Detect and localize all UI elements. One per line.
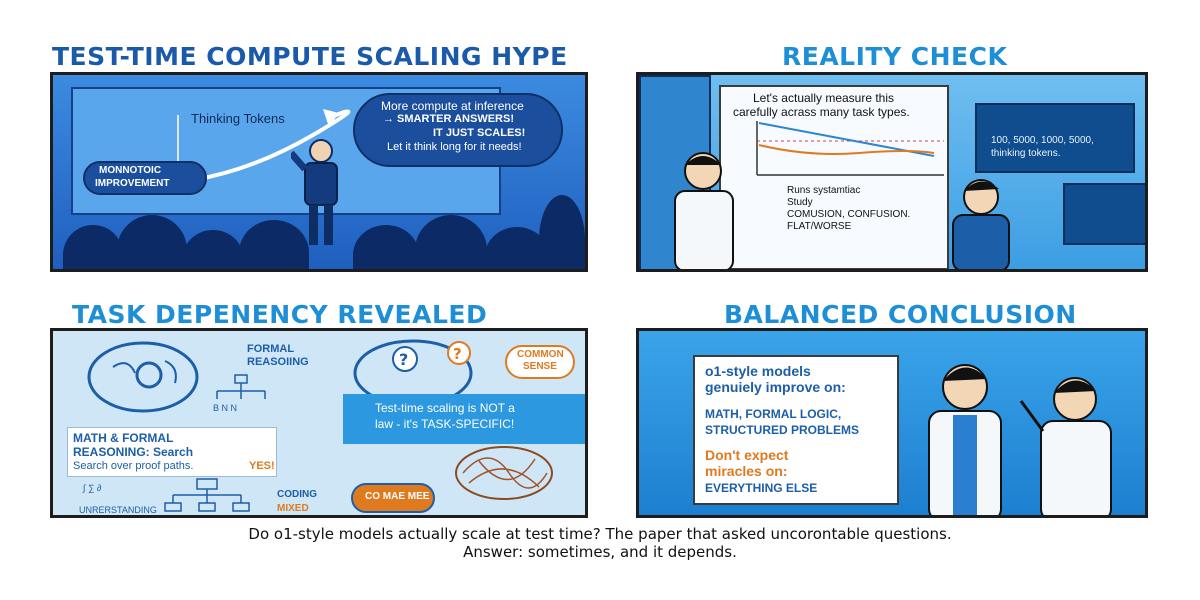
formal-line-2: REASOIING	[247, 356, 309, 368]
panel-title-reality: REALITY CHECK	[782, 42, 1008, 71]
bubble-line-4: Let it think long for it needs!	[387, 141, 522, 153]
flowchart-icon	[164, 478, 250, 512]
monotonic-line-1: MONNOTOIC	[99, 165, 162, 176]
audience-silhouette	[183, 230, 243, 269]
results-chart-illustration	[756, 121, 944, 176]
legend-item-3: COMUSION, CONFUSION.	[787, 209, 911, 220]
brain-gear-icon	[87, 341, 199, 413]
bubble-line-2: → SMARTER ANSWERS!	[383, 113, 514, 125]
math-line-1: MATH & FORMAL	[73, 431, 174, 445]
formal-line-1: FORMAL	[247, 343, 295, 355]
banner-line-1: Test-time scaling is NOT a	[375, 401, 515, 415]
trend-monitor	[1063, 183, 1145, 245]
math-symbols: ∫ ∑ ∂	[83, 483, 102, 493]
conclusion-line-3: MATH, FORMAL LOGIC,	[705, 407, 842, 421]
scientist-pointing	[1019, 377, 1112, 515]
common-line-2: SENSE	[523, 361, 557, 372]
tokens-line-2: thinking tokens.	[991, 148, 1061, 159]
svg-text:?: ?	[399, 350, 408, 369]
presenter-figure	[291, 139, 338, 245]
panel-task: FORMAL REASOIING B N N ? ? COMMON SENSE …	[50, 328, 588, 518]
panel-conclusion: o1-style models genuiely improve on: MAT…	[636, 328, 1148, 518]
audience-silhouette	[415, 215, 487, 269]
board-line-2: carefully acrass many task types.	[733, 105, 910, 119]
common-sense-bubble	[505, 345, 575, 379]
math-line-3: Search over proof paths.	[73, 460, 194, 472]
audience-silhouette	[63, 225, 123, 269]
svg-text:?: ?	[453, 345, 462, 363]
audience-silhouette	[485, 227, 549, 269]
board-line-1: Let's actually measure this	[753, 91, 895, 105]
monotonic-bubble	[83, 161, 207, 195]
conclusion-line-6: miracles on:	[705, 463, 788, 479]
legend-item-4: FLAT/WORSE	[787, 221, 852, 232]
scientist-thinking	[928, 364, 1002, 515]
conclusion-line-4: STRUCTURED PROBLEMS	[705, 423, 860, 437]
banner-line-2: law - it's TASK-SPECIFIC!	[375, 417, 515, 431]
panel-title-task: TASK DEPENENCY REVEALED	[72, 300, 488, 329]
conclusion-line-1: o1-style models	[705, 363, 811, 379]
audience-silhouette	[117, 215, 187, 269]
conclusion-line-2: genuiely improve on:	[705, 379, 846, 395]
task-specific-banner	[343, 394, 585, 444]
audience-silhouette	[239, 220, 309, 269]
caption-line-1: Do o1-style models actually scale at tes…	[248, 525, 952, 543]
audience-silhouette	[539, 195, 585, 269]
caption-line-2: Answer: sometimes, and it depends.	[463, 543, 737, 561]
conclusion-board	[693, 355, 899, 505]
data-monitor	[975, 103, 1135, 173]
panel-title-hype: TEST-TIME COMPUTE SCALING HYPE	[52, 42, 568, 71]
mixed-badge	[351, 483, 435, 513]
monotonic-line-2: IMPROVEMENT	[95, 178, 170, 189]
legend-item-2: Study	[787, 197, 813, 208]
panel-reality: Let's actually measure this carefully ac…	[636, 72, 1148, 272]
tangled-scribble-icon	[455, 446, 553, 500]
panel-title-conclusion: BALANCED CONCLUSION	[724, 300, 1077, 329]
tokens-line-1: 100, 5000, 1000, 5000,	[991, 135, 1094, 146]
understanding-label: UNRERSTANDING	[79, 505, 157, 515]
conclusion-line-7: EVERYTHING ELSE	[705, 481, 818, 495]
legend-item-1: Runs systamtiac	[787, 185, 861, 196]
conclusion-line-5: Don't expect	[705, 447, 789, 463]
badge-text: CO MAE MEE	[365, 491, 430, 502]
coding-label: CODING	[277, 489, 317, 500]
confused-brain-icon: ? ?	[353, 339, 473, 407]
panel-hype: Thinking Tokens More compute at inferenc…	[50, 72, 588, 272]
tree-diagram-icon	[216, 374, 266, 399]
yes-label: YES!	[249, 460, 275, 472]
bubble-line-1: More compute at inference	[381, 99, 524, 113]
hype-speech-bubble	[353, 93, 563, 167]
common-line-1: COMMON	[517, 349, 564, 360]
audience-silhouette	[353, 225, 419, 269]
mixed-label: MIXED	[277, 503, 309, 514]
scientist-left	[674, 152, 734, 269]
scientist-right	[952, 179, 1010, 269]
math-line-2: REASONING: Search	[73, 445, 194, 459]
math-reasoning-note	[67, 427, 277, 477]
whiteboard	[719, 85, 949, 269]
bubble-line-3: IT JUST SCALES!	[433, 127, 526, 139]
thinking-tokens-label: Thinking Tokens	[191, 111, 285, 126]
tree-label: B N N	[213, 403, 238, 413]
